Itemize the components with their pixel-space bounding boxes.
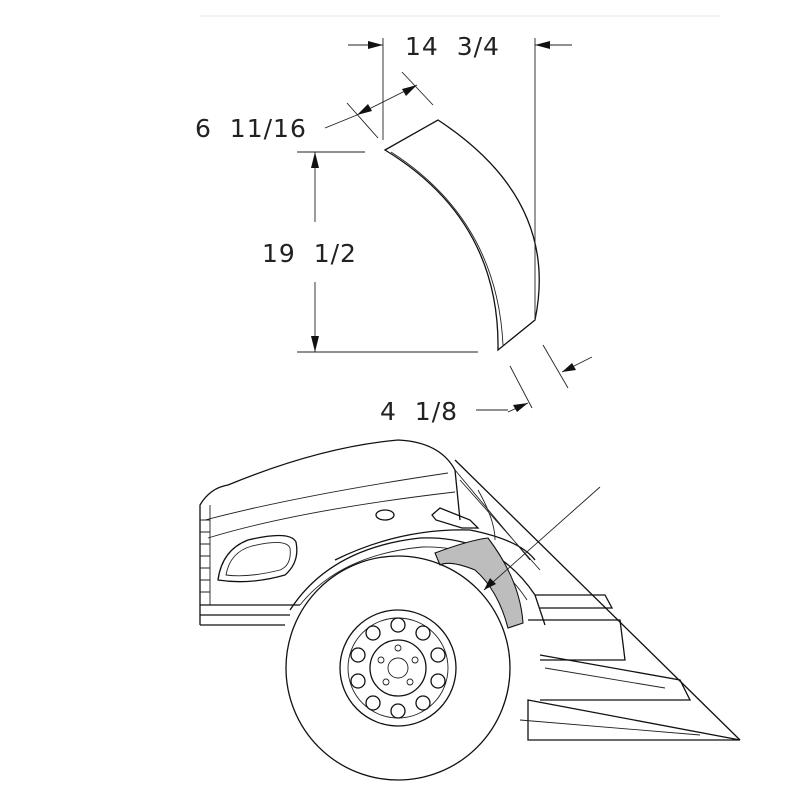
dimension-depth-top-label: 6 11/16 [195,114,307,143]
stud-holes [377,644,419,686]
lug-holes [350,617,446,719]
truck-fender-view [199,439,741,781]
mirror-bracket [431,507,480,529]
dimension-height: 19 1/2 [262,151,478,353]
dimension-depth-bottom-label: 4 1/8 [380,397,458,426]
dimension-width-top-label: 14 3/4 [405,32,500,61]
marker-lamp [375,509,395,521]
pointer-line [483,486,601,591]
dimension-width-top: 14 3/4 [348,32,572,320]
fender-extension-highlight [434,537,524,629]
headlight [217,534,298,583]
cab-steps [519,594,741,741]
dimension-height-label: 19 1/2 [262,239,357,268]
wheel [285,555,511,781]
dimension-depth-top: 6 11/16 [195,71,434,143]
grille [200,505,211,605]
dimension-depth-bottom: 4 1/8 [380,344,593,426]
fender-extension-part [383,119,540,352]
